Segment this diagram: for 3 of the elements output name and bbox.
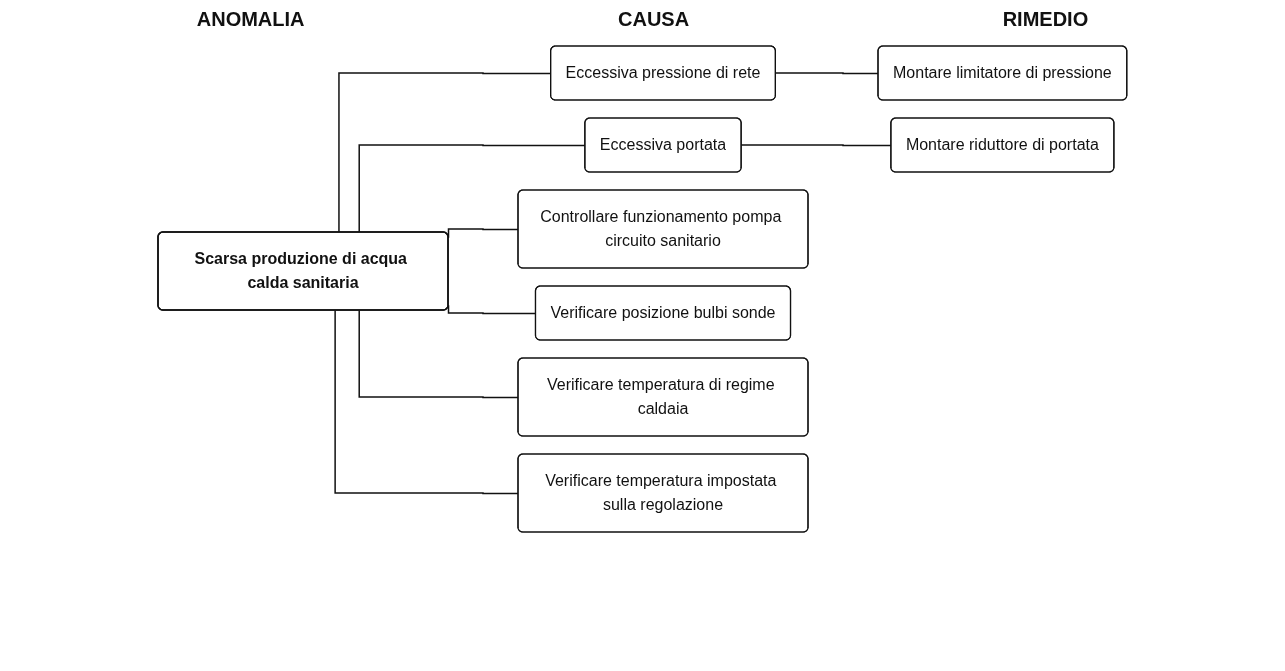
column-heading: CAUSA — [618, 8, 690, 32]
column-heading: ANOMALIA — [196, 8, 305, 32]
column-heading: RIMEDIO — [1002, 8, 1089, 32]
